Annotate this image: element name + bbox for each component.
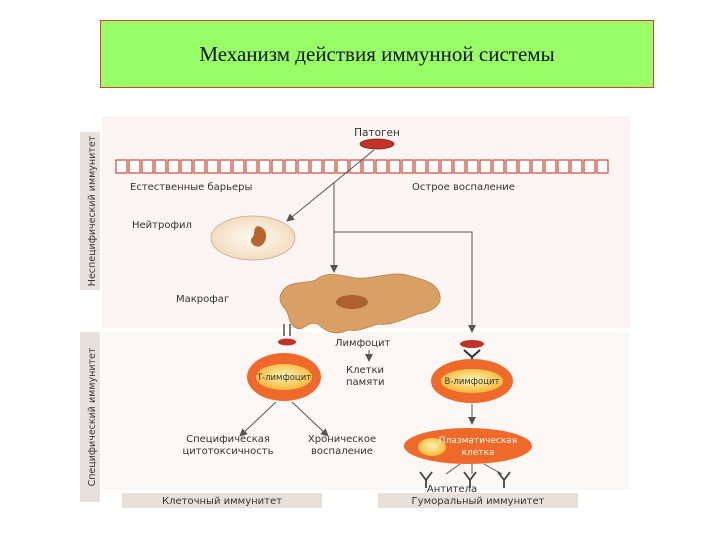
arrow-to-neutrophil xyxy=(286,149,375,222)
arrow-to-b-cell xyxy=(334,231,476,333)
barrier-cell xyxy=(492,159,505,174)
barrier-cell xyxy=(258,159,271,174)
barrier-cell xyxy=(232,159,245,174)
page-title: Механизм действия иммунной системы xyxy=(199,41,555,66)
arrow-to-cytotoxicity xyxy=(239,401,277,437)
antibody-line-left xyxy=(445,463,461,475)
cellular-immunity-label: Клеточный иммунитет xyxy=(162,496,282,507)
immune-diagram: Неспецифический иммунитет Специфический … xyxy=(80,110,640,518)
barrier-cell xyxy=(245,159,258,174)
antibody-icon-1 xyxy=(419,471,433,488)
barrier-cell xyxy=(323,159,336,174)
plasma-cell-nucleus xyxy=(418,438,446,456)
barrier-cell xyxy=(141,159,154,174)
specific-immunity-label: Специфический иммунитет xyxy=(87,347,98,486)
barrier-cell xyxy=(206,159,219,174)
barrier-cell xyxy=(115,159,128,174)
specific-label-line1: Специфическая xyxy=(186,434,270,445)
cellular-immunity-bar xyxy=(122,493,322,508)
t-cell-nucleus xyxy=(256,364,312,390)
immune-diagram-svg: Неспецифический иммунитет Специфический … xyxy=(80,116,630,508)
barrier-strip xyxy=(115,159,609,174)
chronic-label-line2: воспаление xyxy=(311,446,373,457)
b-cell-nucleus xyxy=(441,369,503,393)
barrier-cell xyxy=(154,159,167,174)
specific-panel xyxy=(102,332,630,490)
barrier-cell xyxy=(570,159,583,174)
pathogen-shape xyxy=(359,138,395,150)
barrier-cell xyxy=(375,159,388,174)
barrier-cell xyxy=(531,159,544,174)
barrier-cell xyxy=(128,159,141,174)
specific-label-line2: цитотоксичность xyxy=(182,446,273,457)
barrier-cell xyxy=(466,159,479,174)
barrier-cell xyxy=(310,159,323,174)
barrier-cell xyxy=(349,159,362,174)
title-banner: Механизм действия иммунной системы xyxy=(100,20,654,88)
barrier-cell xyxy=(479,159,492,174)
t-cell-receptor xyxy=(278,338,296,346)
memory-label-line1: Клетки xyxy=(346,365,384,376)
barrier-cell xyxy=(427,159,440,174)
barrier-cell xyxy=(336,159,349,174)
barrier-cell xyxy=(180,159,193,174)
barrier-cell xyxy=(219,159,232,174)
barrier-cell xyxy=(401,159,414,174)
humoral-immunity-bar xyxy=(378,493,578,508)
antibodies-label: Антитела xyxy=(427,484,477,495)
lymphocyte-label: Лимфоцит xyxy=(335,338,391,349)
barrier-cell xyxy=(518,159,531,174)
macrophage-nucleus xyxy=(336,295,368,309)
neutrophil-label: Нейтрофил xyxy=(132,220,192,231)
memory-label-line2: памяти xyxy=(346,377,385,388)
b-cell-antigen xyxy=(460,340,484,348)
nonspecific-immunity-label: Неспецифический иммунитет xyxy=(87,135,98,286)
antibody-icon-2 xyxy=(463,471,477,488)
macrophage-label: Макрофаг xyxy=(176,294,229,305)
pathogen-label: Патоген xyxy=(354,127,400,139)
b-cell-label: В-лимфоцит xyxy=(445,377,500,387)
barriers-label: Естественные барьеры xyxy=(130,182,252,193)
chronic-label-line1: Хроническое xyxy=(308,434,376,445)
specific-band xyxy=(80,332,100,502)
barrier-cell xyxy=(388,159,401,174)
antibody-icon-3 xyxy=(497,471,511,488)
nonspecific-band xyxy=(80,132,100,290)
barrier-cell xyxy=(271,159,284,174)
barrier-cell xyxy=(440,159,453,174)
barrier-cell xyxy=(414,159,427,174)
arrow-to-chronic xyxy=(291,401,329,437)
barrier-cell xyxy=(284,159,297,174)
barrier-cell xyxy=(297,159,310,174)
inflammation-label: Острое воспаление xyxy=(412,182,515,193)
barrier-cell xyxy=(544,159,557,174)
barrier-cell xyxy=(453,159,466,174)
barrier-cell xyxy=(596,159,609,174)
neutrophil-nucleus xyxy=(250,226,267,247)
barrier-cell xyxy=(167,159,180,174)
barrier-cell xyxy=(505,159,518,174)
barrier-cell xyxy=(583,159,596,174)
plasma-label-line1: Плазматическая xyxy=(439,436,517,446)
barrier-cell xyxy=(362,159,375,174)
t-cell-label: Т-лимфоцит xyxy=(256,373,311,383)
barrier-cell xyxy=(193,159,206,174)
humoral-immunity-label: Гуморальный иммунитет xyxy=(412,496,545,507)
barrier-cell xyxy=(557,159,570,174)
plasma-label-line2: клетка xyxy=(462,448,495,458)
